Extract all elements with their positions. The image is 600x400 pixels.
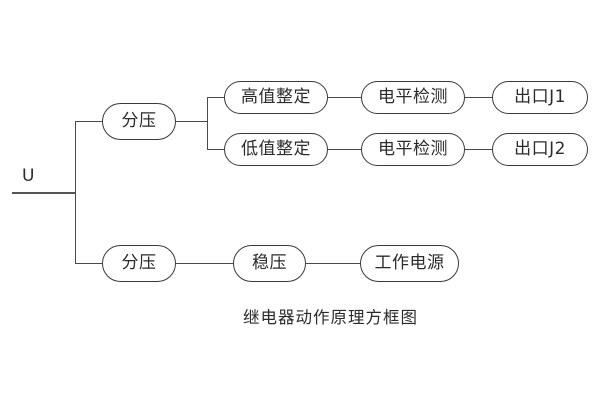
- level-detect-1-to-output-j1-line: [465, 97, 493, 98]
- bus-to-bottom-divider-line: [75, 263, 103, 264]
- node-working-supply[interactable]: 工作电源: [360, 245, 459, 282]
- node-divider-top[interactable]: 分压: [102, 103, 176, 140]
- node-output-j1[interactable]: 出口J1: [492, 81, 588, 114]
- level-detect-2-to-output-j2-line: [465, 149, 493, 150]
- node-divider-bottom[interactable]: 分压: [102, 245, 176, 282]
- low-set-to-level-detect-line: [328, 149, 362, 150]
- input-bus-vertical-line: [75, 121, 76, 263]
- diagram-caption: 继电器动作原理方框图: [243, 308, 418, 327]
- node-level-detect-2[interactable]: 电平检测: [361, 133, 465, 166]
- split-junction-vertical-line: [207, 97, 208, 149]
- split-to-high-set-line: [207, 97, 225, 98]
- input-voltage-label: U: [22, 166, 35, 186]
- top-divider-to-split-line: [176, 121, 208, 122]
- node-high-set[interactable]: 高值整定: [224, 81, 328, 114]
- node-output-j2[interactable]: 出口J2: [492, 133, 588, 166]
- bottom-divider-to-regulator-line: [176, 263, 234, 264]
- node-regulator[interactable]: 稳压: [233, 245, 306, 282]
- split-to-low-set-line: [207, 149, 225, 150]
- regulator-to-working-supply-line: [306, 263, 361, 264]
- input-bus-horizontal-line: [12, 192, 75, 194]
- node-level-detect-1[interactable]: 电平检测: [361, 81, 465, 114]
- high-set-to-level-detect-line: [328, 97, 362, 98]
- node-low-set[interactable]: 低值整定: [224, 133, 328, 166]
- bus-to-top-divider-line: [75, 121, 103, 122]
